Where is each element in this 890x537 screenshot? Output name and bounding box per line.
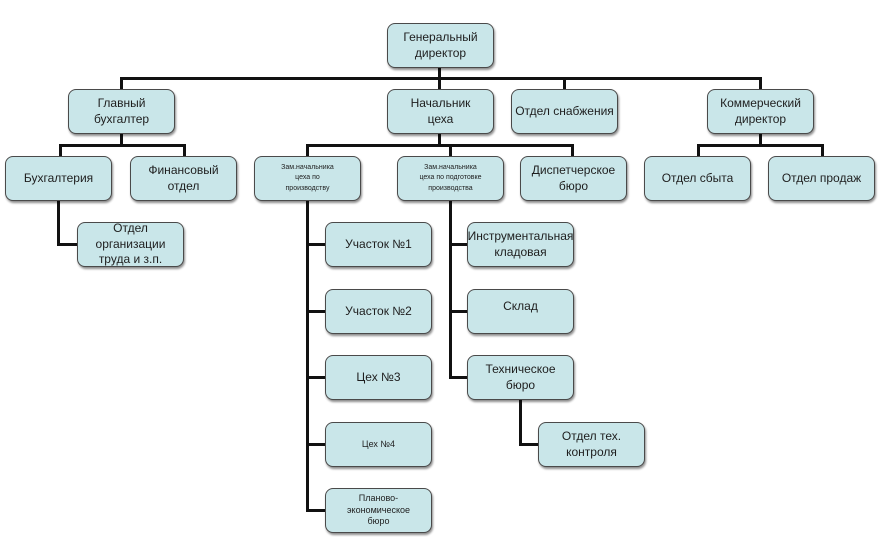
- connector: [449, 310, 467, 313]
- node-finance-dept: Финансовый отдел: [130, 156, 237, 201]
- connector: [519, 443, 538, 446]
- connector: [59, 144, 62, 156]
- connector: [697, 144, 824, 147]
- connector: [57, 243, 77, 246]
- node-shop-4: Цех №4: [325, 422, 432, 467]
- node-tool-storage: Инструментальная кладовая: [467, 222, 574, 267]
- connector: [120, 134, 123, 146]
- node-section-1: Участок №1: [325, 222, 432, 267]
- node-dispatch-bureau: Диспетчерское бюро: [520, 156, 627, 201]
- node-planning-bureau: Планово-экономическое бюро: [325, 488, 432, 533]
- connector: [759, 134, 762, 146]
- connector: [120, 77, 123, 89]
- node-general-director: Генеральный директор: [387, 23, 494, 68]
- connector: [306, 144, 574, 147]
- connector: [306, 144, 309, 156]
- node-deputy-production: Зам.начальника цеха по производству: [254, 156, 361, 201]
- connector: [183, 144, 186, 156]
- connector: [306, 201, 309, 511]
- connector: [449, 201, 452, 378]
- connector: [571, 144, 574, 156]
- node-shop-3: Цех №3: [325, 355, 432, 400]
- connector: [438, 134, 441, 146]
- connector: [519, 400, 522, 446]
- connector: [59, 144, 186, 147]
- connector: [438, 67, 441, 79]
- node-supply-dept: Отдел снабжения: [511, 89, 618, 134]
- connector: [306, 509, 325, 512]
- connector: [438, 77, 441, 89]
- connector: [697, 144, 700, 156]
- connector: [449, 144, 452, 156]
- node-sales-dept-2: Отдел продаж: [768, 156, 875, 201]
- connector: [821, 144, 824, 156]
- connector: [306, 376, 325, 379]
- node-labor-org-dept: Отдел организации труда и з.п.: [77, 221, 184, 267]
- connector: [120, 77, 762, 80]
- node-tech-bureau: Техническое бюро: [467, 355, 574, 400]
- node-sales-dept: Отдел сбыта: [644, 156, 751, 201]
- node-chief-accountant: Главный бухгалтер: [68, 89, 175, 134]
- node-commercial-director: Коммерческий директор: [707, 89, 814, 134]
- node-deputy-preparation: Зам.начальника цеха по подготовке произв…: [397, 156, 504, 201]
- connector: [57, 201, 60, 246]
- node-accounting: Бухгалтерия: [5, 156, 112, 201]
- node-warehouse: Склад: [467, 289, 574, 334]
- node-section-2: Участок №2: [325, 289, 432, 334]
- connector: [563, 77, 566, 89]
- connector: [449, 376, 467, 379]
- connector: [306, 443, 325, 446]
- connector: [306, 310, 325, 313]
- node-qc-dept: Отдел тех. контроля: [538, 422, 645, 467]
- node-shop-head: Начальник цеха: [387, 89, 494, 134]
- connector: [306, 243, 325, 246]
- connector: [449, 243, 467, 246]
- connector: [759, 77, 762, 89]
